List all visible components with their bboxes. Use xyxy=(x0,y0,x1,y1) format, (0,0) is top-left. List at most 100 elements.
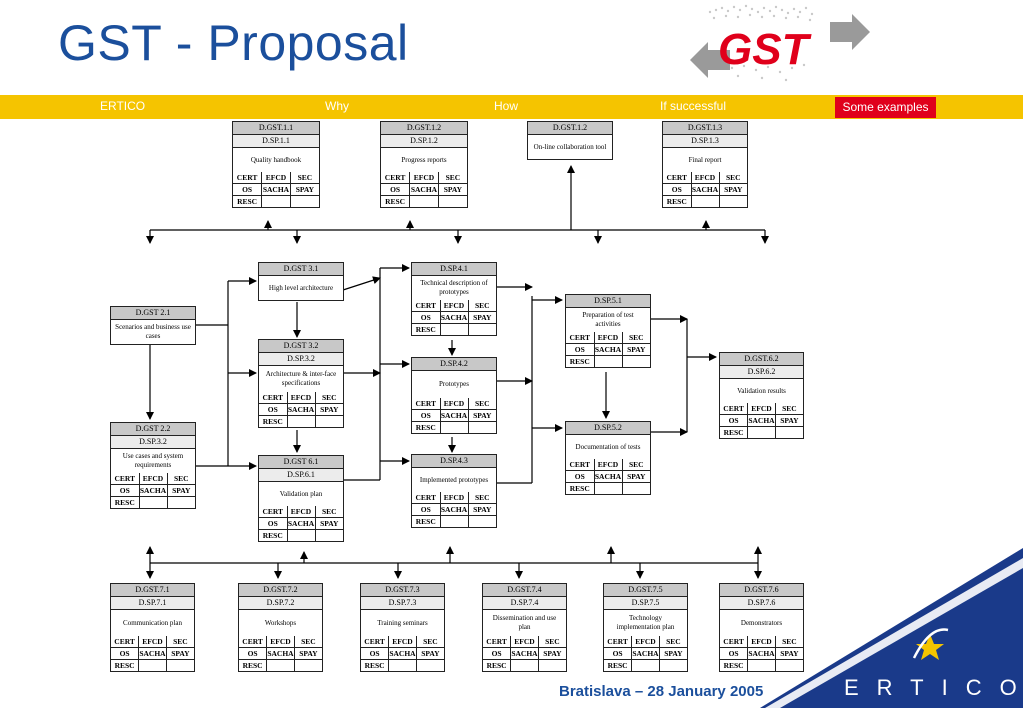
nav-item-why[interactable]: Why xyxy=(325,99,349,113)
ertico-brand-text: ERTICO xyxy=(844,675,1023,700)
box-subheader: D.SP.3.2 xyxy=(111,436,195,449)
box-description: Workshops xyxy=(264,618,297,627)
box-header: D.GST 2.1 xyxy=(111,307,195,320)
box-description: Preparation of test activities xyxy=(582,311,634,328)
box-description: Communication plan xyxy=(123,618,182,627)
nav-item-if-successful[interactable]: If successful xyxy=(660,99,727,113)
box-subheader: D.SP.7.2 xyxy=(239,597,322,610)
deliverable-box-gst-1-2-tool: D.GST.1.2 On-line collaboration tool xyxy=(527,121,613,160)
deliverable-box-gst-2-1: D.GST 2.1 Scenarios and business use cas… xyxy=(110,306,196,345)
box-subheader: D.SP.7.6 xyxy=(720,597,803,610)
box-header: D.SP.5.2 xyxy=(566,422,650,435)
box-subheader: D.SP.7.3 xyxy=(361,597,444,610)
box-header: D.SP.4.3 xyxy=(412,455,496,468)
left-arrow-icon xyxy=(690,42,730,78)
deliverable-box-sp-4-1: D.SP.4.1 Technical description of protot… xyxy=(411,262,497,336)
box-description: Technology implementation plan xyxy=(616,614,675,631)
nav-item-ertico[interactable]: ERTICO xyxy=(100,99,146,113)
box-subheader: D.SP.7.1 xyxy=(111,597,194,610)
nav-item-how[interactable]: How xyxy=(494,99,519,113)
page-title: GST - Proposal xyxy=(58,15,409,71)
footer-text: Bratislava – 28 January 2005 xyxy=(559,683,764,700)
star-icon xyxy=(912,628,949,660)
deliverable-box-gst-1-1: D.GST.1.1 D.SP.1.1 Quality handbook CERT… xyxy=(232,121,320,208)
box-header: D.SP.5.1 xyxy=(566,295,650,308)
box-description: Use cases and system requirements xyxy=(122,452,184,469)
box-subheader: D.SP.6.1 xyxy=(259,469,343,482)
box-description: Dissemination and use plan xyxy=(492,614,557,631)
box-description: Implemented prototypes xyxy=(419,475,489,484)
box-header: D.GST 6.1 xyxy=(259,456,343,469)
deliverable-box-gst-1-2: D.GST.1.2 D.SP.1.2 Progress reports CERT… xyxy=(380,121,468,208)
box-header: D.GST.6.2 xyxy=(720,353,803,366)
deliverable-box-gst-2-2: D.GST 2.2 D.SP.3.2 Use cases and system … xyxy=(110,422,196,509)
nav-item-some-examples[interactable]: Some examples xyxy=(835,97,936,118)
gst-logo-text: GST xyxy=(718,25,812,74)
box-header: D.GST.7.3 xyxy=(361,584,444,597)
deliverable-box-gst-3-2: D.GST 3.2 D.SP.3.2 Architecture & inter-… xyxy=(258,339,344,428)
box-header: D.GST.1.2 xyxy=(381,122,467,135)
dotted-map-icon xyxy=(708,4,814,82)
deliverable-box-gst-3-1: D.GST 3.1 High level architecture xyxy=(258,262,344,301)
box-description: Demonstrators xyxy=(740,618,783,627)
box-subheader: D.SP.3.2 xyxy=(259,353,343,366)
box-description: Validation results xyxy=(737,386,786,395)
box-header: D.GST.7.6 xyxy=(720,584,803,597)
box-description: High level architecture xyxy=(268,283,334,292)
deliverable-box-gst-7-5: D.GST.7.5 D.SP.7.5 Technology implementa… xyxy=(603,583,688,672)
box-header: D.GST.7.2 xyxy=(239,584,322,597)
box-description: Validation plan xyxy=(279,489,323,498)
box-description: Architecture & inter-face specifications xyxy=(265,370,337,387)
right-arrow-icon xyxy=(830,14,870,50)
box-description: Training seminars xyxy=(377,618,428,627)
box-subheader: D.SP.1.3 xyxy=(663,135,747,148)
box-header: D.GST 2.2 xyxy=(111,423,195,436)
deliverable-box-sp-5-1: D.SP.5.1 Preparation of test activities … xyxy=(565,294,651,368)
box-description: Prototypes xyxy=(439,380,469,388)
box-description: Quality handbook xyxy=(250,155,302,164)
box-description: Final report xyxy=(688,155,722,164)
box-description: Progress reports xyxy=(401,155,447,164)
box-description: Scenarios and business use cases xyxy=(115,323,191,340)
box-header: D.GST.1.3 xyxy=(663,122,747,135)
deliverable-box-gst-7-1: D.GST.7.1 D.SP.7.1 Communication plan CE… xyxy=(110,583,195,672)
box-subheader: D.SP.1.1 xyxy=(233,135,319,148)
box-subheader: D.SP.6.2 xyxy=(720,366,803,379)
box-subheader: D.SP.1.2 xyxy=(381,135,467,148)
box-header: D.GST.7.5 xyxy=(604,584,687,597)
box-header: D.SP.4.1 xyxy=(412,263,496,276)
gst-logo: GST xyxy=(690,4,870,82)
box-header: D.GST.1.1 xyxy=(233,122,319,135)
box-subheader: D.SP.7.4 xyxy=(483,597,566,610)
box-header: D.GST.1.2 xyxy=(528,122,612,135)
box-header: D.GST.7.1 xyxy=(111,584,194,597)
deliverable-box-gst-6-2: D.GST.6.2 D.SP.6.2 Validation results CE… xyxy=(719,352,804,439)
box-header: D.GST 3.1 xyxy=(259,263,343,276)
box-header: D.GST 3.2 xyxy=(259,340,343,353)
box-description: On-line collaboration tool xyxy=(533,142,607,151)
